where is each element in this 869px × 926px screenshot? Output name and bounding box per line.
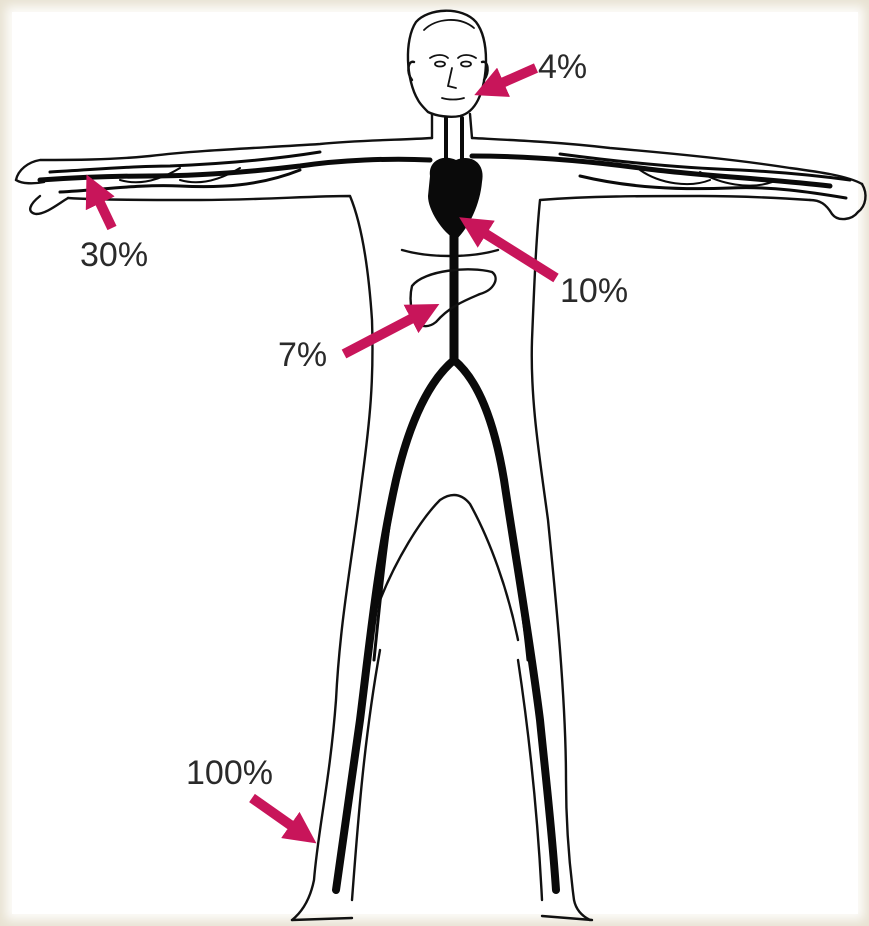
label-heart: 10%	[560, 274, 628, 308]
blood-vessels	[40, 118, 850, 890]
label-hand: 30%	[80, 238, 148, 272]
label-liver: 7%	[278, 338, 327, 372]
face-features	[424, 20, 476, 100]
indicator-arrows	[92, 68, 556, 836]
body-outline	[16, 11, 865, 920]
arrow-head	[486, 68, 536, 90]
arrow-hand	[92, 186, 112, 228]
arrow-liver	[344, 310, 428, 354]
label-foot: 100%	[186, 756, 273, 790]
label-head: 4%	[538, 50, 587, 84]
arrow-foot	[252, 798, 306, 836]
